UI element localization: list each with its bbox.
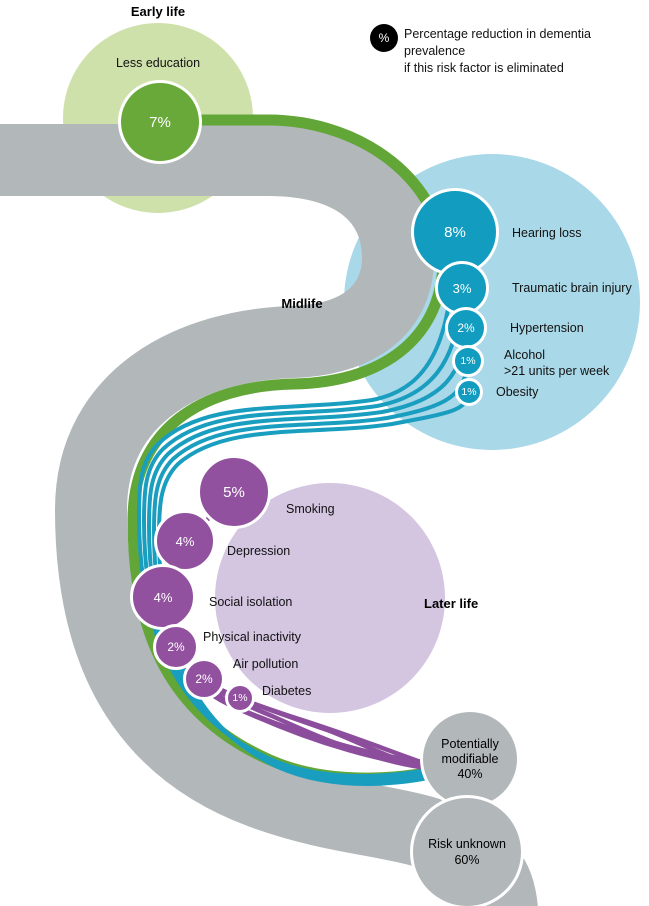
node-diabetes: 1% (225, 683, 255, 713)
factor-label-less-education: Less education (115, 56, 201, 70)
risk-unknown-label: Risk unknown (428, 837, 506, 851)
node-obesity: 1% (455, 378, 483, 406)
factor-label-alcohol: Alcohol >21 units per week (504, 347, 609, 379)
factor-label-depression: Depression (227, 544, 291, 558)
node-depression: 4% (154, 510, 216, 572)
stage-label-early-life: Early life (130, 4, 186, 19)
stage-label-later-life: Later life (424, 596, 479, 611)
legend-caption-line1: Percentage reduction in dementia prevale… (404, 27, 591, 58)
risk-unknown-value: 60% (454, 853, 480, 867)
node-air-pollution: 2% (183, 658, 225, 700)
factor-label-obesity: Obesity (496, 385, 539, 399)
legend-caption-line2: if this risk factor is eliminated (404, 61, 564, 75)
potentially-modifiable-line1: Potentially (441, 736, 499, 751)
node-risk-unknown: Risk unknown 60% (410, 795, 524, 906)
potentially-modifiable-line2: modifiable (441, 751, 499, 766)
node-potentially-modifiable: Potentially modifiable 40% (420, 709, 520, 809)
node-hypertension: 2% (445, 307, 487, 349)
node-less-education: 7% (118, 80, 202, 164)
node-alcohol: 1% (452, 345, 484, 377)
factor-label-traumatic-brain-injury: Traumatic brain injury (512, 281, 632, 295)
node-traumatic-brain-injury: 3% (435, 261, 489, 315)
flow-risk-unknown (0, 124, 538, 906)
factor-label-air-pollution: Air pollution (233, 657, 299, 671)
factor-label-smoking: Smoking (286, 502, 335, 516)
node-social-isolation: 4% (130, 564, 196, 630)
potentially-modifiable-value: 40% (457, 766, 483, 781)
stage-label-midlife: Midlife (281, 296, 323, 311)
percent-badge-icon: % (370, 24, 398, 52)
factor-label-hypertension: Hypertension (510, 321, 584, 335)
factor-label-alcohol-line2: >21 units per week (504, 364, 610, 378)
later-life-halo (215, 483, 445, 713)
factor-label-physical-inactivity: Physical inactivity (203, 630, 301, 644)
factor-label-alcohol-line1: Alcohol (504, 348, 545, 362)
factor-label-social-isolation: Social isolation (209, 595, 293, 609)
factor-label-hearing-loss: Hearing loss (512, 226, 582, 240)
node-smoking: 5% (197, 455, 271, 529)
factor-label-diabetes: Diabetes (262, 684, 312, 698)
legend-caption: Percentage reduction in dementia prevale… (404, 26, 649, 77)
